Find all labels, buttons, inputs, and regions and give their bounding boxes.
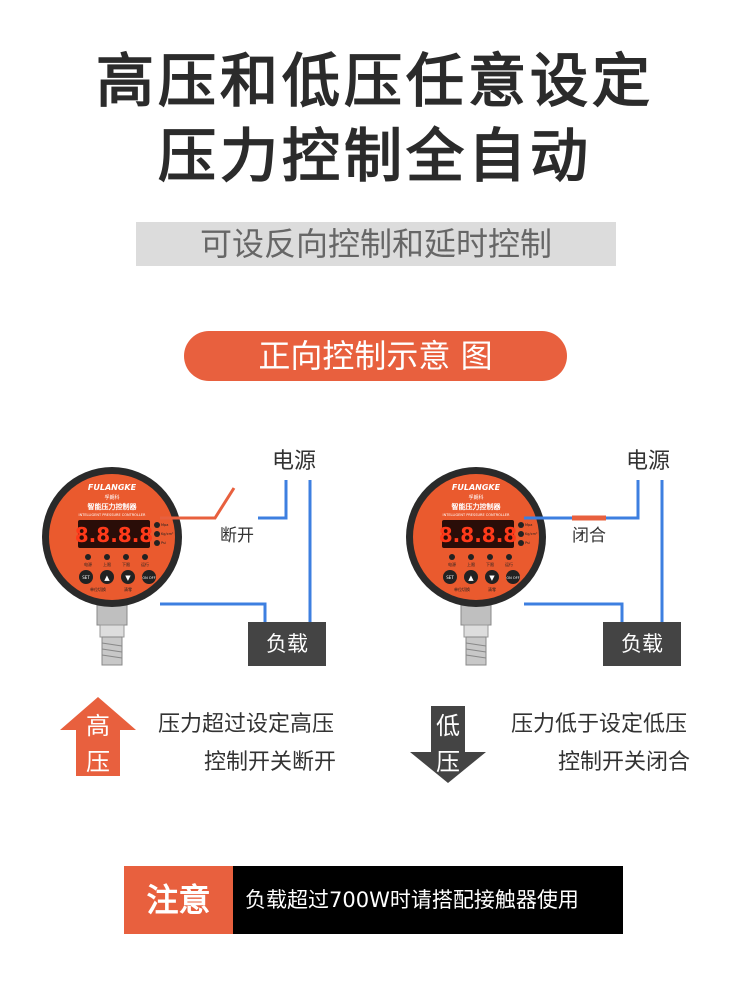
svg-text:电源: 电源 [84,561,92,567]
gauge-device: FULANGKE 孚朗科 智能压力控制器 INTELLIGENT PRESSUR… [42,467,182,666]
set-button[interactable] [79,570,93,584]
low-arrow-char-1: 低 [436,712,460,740]
svg-text:Psi: Psi [525,541,530,545]
svg-text:ON OFF: ON OFF [506,576,519,580]
left-desc-line1: 压力超过设定高压 [158,712,335,737]
svg-text:智能压力控制器: 智能压力控制器 [88,502,138,511]
svg-text:上限: 上限 [467,561,475,567]
note-tag: 注意 [124,866,233,934]
gauge-brand: FULANGKE [452,483,501,492]
svg-text:INTELLIGENT PRESSURE CONTROLLE: INTELLIGENT PRESSURE CONTROLLER [79,513,146,517]
on-off-button[interactable] [506,570,520,584]
up-button[interactable] [464,570,478,584]
svg-text:SET: SET [446,575,454,580]
up-button[interactable] [100,570,114,584]
down-button[interactable] [121,570,135,584]
pressure-controller-left: FULANGKE 孚朗科 智能压力控制器 INTELLIGENT PRESSUR… [42,467,182,666]
svg-text:清零: 清零 [488,586,496,592]
svg-text:▲: ▲ [468,574,474,582]
right-switch-label: 闭合 [572,526,606,546]
high-arrow-char-2: 压 [86,748,110,776]
svg-text:Mpa: Mpa [161,523,168,527]
svg-text:孚朗科: 孚朗科 [468,494,483,501]
svg-text:Kg/cm²: Kg/cm² [161,532,174,536]
right-desc-line1: 压力低于设定低压 [511,712,688,737]
svg-text:Mpa: Mpa [525,523,532,527]
svg-text:SET: SET [82,575,90,580]
left-switch-label: 断开 [220,526,254,546]
left-load-box: 负载 [248,622,326,666]
gauge-display [78,520,150,548]
gauge-brand: FULANGKE [88,483,137,492]
svg-text:单位切换: 单位切换 [454,586,470,592]
left-desc-line2: 控制开关断开 [204,750,337,775]
svg-text:▲: ▲ [104,574,110,582]
svg-text:单位切换: 单位切换 [90,586,106,592]
right-load-box: 负载 [603,622,681,666]
svg-text:ON OFF: ON OFF [142,576,155,580]
right-desc-line2: 控制开关闭合 [558,750,691,775]
svg-text:上限: 上限 [103,561,111,567]
svg-text:Kg/cm²: Kg/cm² [525,532,538,536]
svg-text:▼: ▼ [489,574,495,582]
svg-text:Psi: Psi [161,541,166,545]
high-arrow-char-1: 高 [86,712,110,740]
svg-text:清零: 清零 [124,586,132,592]
svg-text:运行: 运行 [141,561,149,567]
svg-text:▼: ▼ [125,574,131,582]
svg-text:孚朗科: 孚朗科 [104,494,119,501]
headline-line2: 压力控制全自动 [157,122,592,190]
pressure-controller-right: FULANGKE 孚朗科 智能压力控制器 INTELLIGENT PRESSUR… [406,467,546,666]
headline-line1: 高压和低压任意设定 [95,47,654,115]
svg-text:INTELLIGENT PRESSURE CONTROLLE: INTELLIGENT PRESSURE CONTROLLER [443,513,510,517]
down-button[interactable] [485,570,499,584]
diagram-title: 正向控制示意 图 [184,331,567,381]
gauge-display [442,520,514,548]
note-text: 负载超过700W时请搭配接触器使用 [245,888,579,912]
svg-text:8.8.8.8: 8.8.8.8 [439,523,517,547]
svg-text:电源: 电源 [448,561,456,567]
on-off-button[interactable] [142,570,156,584]
left-power-label: 电源 [272,449,317,474]
svg-text:智能压力控制器: 智能压力控制器 [452,502,502,511]
right-power-label: 电源 [626,449,671,474]
svg-text:下限: 下限 [486,561,494,567]
svg-text:下限: 下限 [122,561,130,567]
set-button[interactable] [443,570,457,584]
gauge-device: FULANGKE 孚朗科 智能压力控制器 INTELLIGENT PRESSUR… [406,467,546,666]
subtitle-bar: 可设反向控制和延时控制 [136,222,616,266]
low-arrow-char-2: 压 [436,748,460,776]
svg-text:运行: 运行 [505,561,513,567]
svg-text:8.8.8.8: 8.8.8.8 [75,523,153,547]
